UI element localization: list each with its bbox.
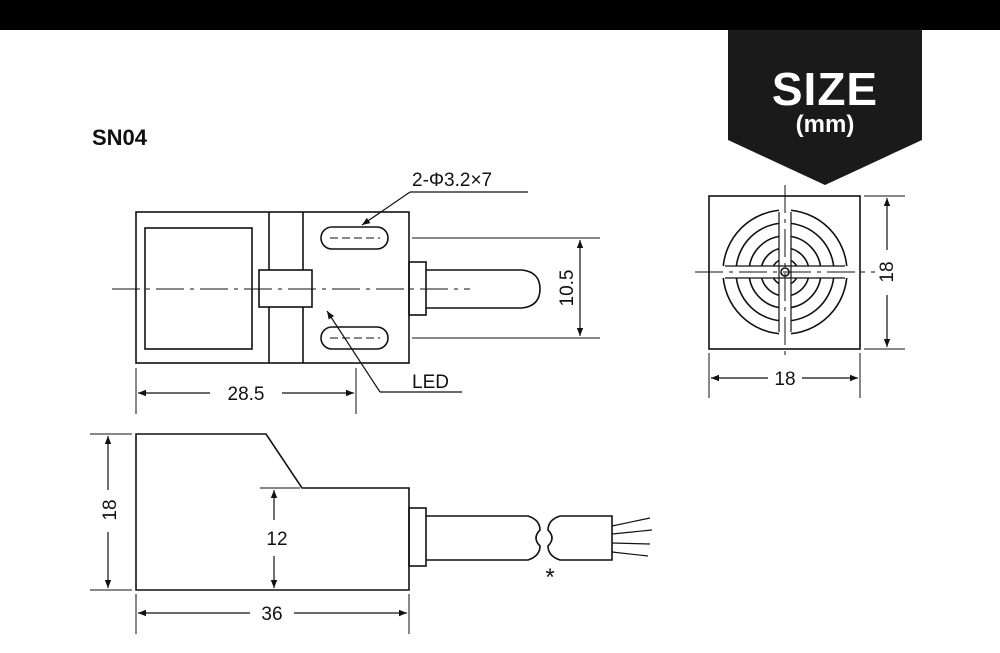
wire-3 [611, 542, 651, 545]
badge-shape [728, 30, 922, 185]
dim-label-face-height: 18 [877, 261, 898, 282]
badge-subtitle: (mm) [795, 111, 855, 138]
mounting-slot-bottom [320, 326, 389, 350]
asterisk-note: * [545, 564, 554, 591]
face-view [695, 185, 905, 398]
dim-label-28-5: 28.5 [228, 384, 265, 405]
dim-label-face-width: 18 [774, 369, 795, 390]
cable-side-left [426, 515, 541, 561]
wire-1 [611, 517, 651, 527]
hole-spec-label: 2-Φ3.2×7 [412, 170, 492, 191]
dim-label-10-5: 10.5 [557, 270, 578, 307]
badge-title: SIZE [771, 63, 879, 115]
side-view-body [135, 433, 410, 591]
size-badge: SIZE (mm) [728, 30, 922, 185]
led-leader-arrow [326, 310, 381, 393]
dim-label-side-height: 18 [100, 499, 121, 520]
dim-label-length: 36 [261, 604, 282, 625]
wire-2 [611, 529, 653, 535]
top-bar [0, 0, 1000, 30]
wire-4 [611, 551, 649, 557]
model-name: SN04 [92, 125, 148, 150]
side-view [90, 433, 653, 634]
hole-leader-arrow [361, 191, 411, 226]
cable-gland-side [408, 507, 427, 567]
top-view [112, 191, 600, 414]
cable-side-right [547, 515, 613, 561]
led-label: LED [412, 372, 449, 393]
mounting-slot-top [320, 226, 389, 250]
cable-top-view [426, 269, 541, 309]
dim-label-step: 12 [266, 529, 287, 550]
